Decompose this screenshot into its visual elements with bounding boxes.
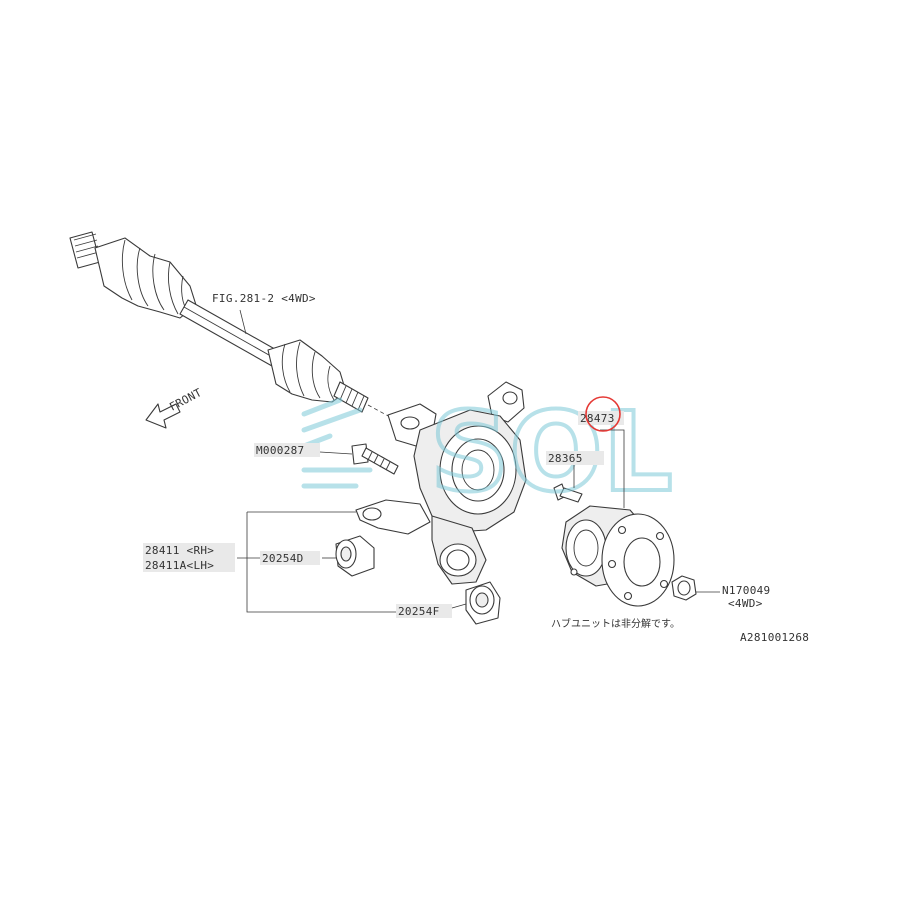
nut-label: N170049 xyxy=(722,584,770,597)
axle-shaft xyxy=(179,299,281,367)
hub-part-highlight-circle xyxy=(585,396,621,432)
housing-lh-label: 28411A<LH> xyxy=(145,559,214,572)
non-disassembly-note: ハブユニットは非分解です。 xyxy=(551,617,680,630)
bolt-m000287 xyxy=(351,443,399,475)
hub-unit-28473 xyxy=(561,505,675,607)
drive-shaft xyxy=(69,231,393,419)
nut-n170049 xyxy=(671,575,697,601)
bushing-d-label: 20254D xyxy=(262,552,304,565)
hub-part-label: 28473 xyxy=(580,412,615,425)
hub-bolt-label: 28365 xyxy=(548,452,583,465)
outer-cv-boot xyxy=(94,237,197,319)
stub-shaft xyxy=(333,381,369,413)
fig-reference-label: FIG.281-2 <4WD> xyxy=(212,292,316,305)
rear-knuckle-housing xyxy=(355,381,527,585)
diagram-code: A281001268 xyxy=(740,631,809,644)
bushing-f-label: 20254F xyxy=(398,605,440,618)
front-label: FRONT xyxy=(167,386,204,414)
front-direction-arrow: FRONT xyxy=(145,386,204,429)
part-labels: FIG.281-2 <4WD> M000287 28473 28365 2841… xyxy=(143,292,809,644)
bushing-20254f xyxy=(465,581,501,625)
inner-cv-boot xyxy=(267,339,347,403)
bushing-20254d xyxy=(335,535,375,577)
nut-variant-label: <4WD> xyxy=(728,597,763,610)
bolt-label: M000287 xyxy=(256,444,304,457)
hub-bolt-28365 xyxy=(553,483,583,503)
housing-rh-label: 28411 <RH> xyxy=(145,544,214,557)
